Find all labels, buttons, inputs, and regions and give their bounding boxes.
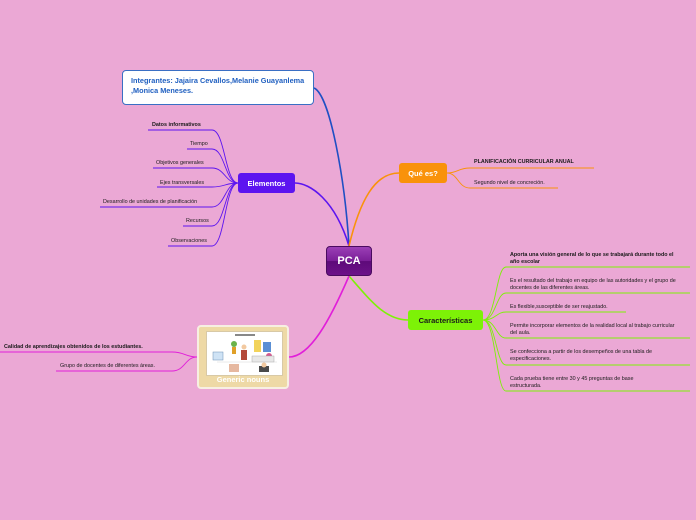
integrantes-node[interactable]: Integrantes: Jajaira Cevallos,Melanie Gu…: [122, 70, 314, 105]
leaf-preguntas[interactable]: Cada prueba tiene entre 30 y 45 pregunta…: [510, 376, 634, 390]
leaf-tiempo[interactable]: Tiempo: [190, 141, 208, 147]
topic-caracteristicas-label: Características: [418, 315, 473, 325]
leaf-desarrollo-unidades[interactable]: Desarrollo de unidades de planificación: [103, 199, 198, 205]
topic-que-es-label: Qué es?: [408, 168, 438, 178]
image-caption: Generic nouns: [216, 375, 270, 384]
illustration-image: [206, 331, 283, 376]
leaf-tabla-especificaciones[interactable]: Se confecciona a partir de los desempeño…: [510, 349, 653, 363]
leaf-resultado-trabajo[interactable]: Es el resultado del trabajo en equipo de…: [510, 278, 676, 292]
leaf-vision-general[interactable]: Aporta una visión general de lo que se t…: [510, 252, 674, 266]
leaf-realidad-local[interactable]: Permite incorporar elementos de la reali…: [510, 323, 675, 337]
central-topic-label: PCA: [337, 255, 361, 267]
central-topic-pca[interactable]: PCA: [326, 246, 372, 276]
topic-elementos-label: Elementos: [247, 178, 286, 188]
topic-que-es[interactable]: Qué es?: [399, 163, 447, 183]
topic-caracteristicas[interactable]: Características: [408, 310, 483, 330]
leaf-ejes-transversales[interactable]: Ejes transversales: [160, 180, 205, 186]
topic-elementos[interactable]: Elementos: [238, 173, 295, 193]
leaf-calidad-aprendizajes[interactable]: Calidad de aprendizajes obtenidos de los…: [4, 344, 143, 350]
leaf-objetivos-generales[interactable]: Objetivos generales: [156, 160, 204, 166]
leaf-recursos[interactable]: Recursos: [186, 218, 209, 224]
leaf-grupo-docentes[interactable]: Grupo de docentes de diferentes áreas.: [60, 363, 155, 369]
leaf-planificacion-curricular[interactable]: PLANIFICACIÓN CURRICULAR ANUAL: [474, 159, 574, 165]
leaf-flexible[interactable]: Es flexible,susceptible de ser reajustad…: [510, 304, 608, 310]
leaf-segundo-nivel[interactable]: Segundo nivel de concreción.: [474, 180, 545, 186]
leaf-datos-informativos[interactable]: Datos informativos: [152, 122, 201, 128]
integrantes-text: Integrantes: Jajaira Cevallos,Melanie Gu…: [131, 76, 305, 95]
generic-nouns-image-node[interactable]: Generic nouns: [197, 325, 289, 389]
leaf-observaciones[interactable]: Observaciones: [171, 238, 207, 244]
